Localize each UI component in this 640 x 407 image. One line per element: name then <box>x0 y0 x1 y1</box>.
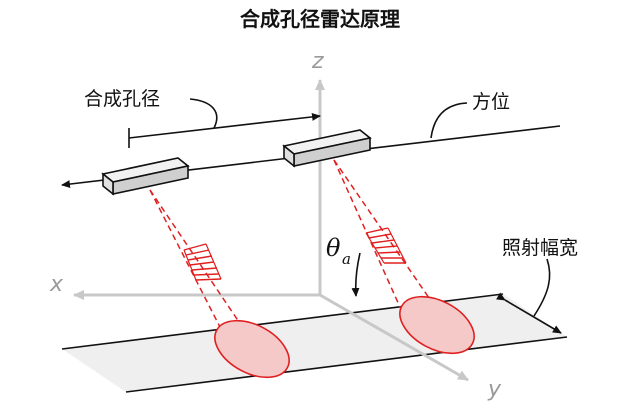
azimuth-label: 方位 <box>472 91 510 113</box>
swath-width-label: 照射幅宽 <box>502 237 578 259</box>
y-axis <box>319 293 469 382</box>
radar-pulse-right <box>365 227 406 264</box>
x-axis-label: x <box>49 272 64 297</box>
aperture-dimension-arrow <box>128 112 321 139</box>
swath-far-edge <box>125 336 568 393</box>
aperture-leader-line <box>189 98 218 129</box>
y-axis-label: y <box>487 377 502 402</box>
synthetic-aperture-label: 合成孔径 <box>84 88 160 110</box>
ground-footprint-right <box>399 295 475 355</box>
z-axis-label: z <box>311 49 324 74</box>
look-angle-arc <box>351 252 361 297</box>
swath-leader-line <box>533 258 551 317</box>
look-angle-subscript: a <box>342 250 351 268</box>
radar-pulse-left <box>183 243 222 281</box>
look-angle-symbol: θ <box>326 234 341 262</box>
radar-antenna-left <box>101 157 190 196</box>
radar-beam-left <box>149 189 271 369</box>
diagram-title: 合成孔径雷达原理 <box>240 7 400 31</box>
swath-width-arrow <box>496 292 562 334</box>
azimuth-leader-line <box>430 102 468 139</box>
ground-footprint-left <box>214 319 290 379</box>
radar-antenna-right <box>282 129 372 168</box>
